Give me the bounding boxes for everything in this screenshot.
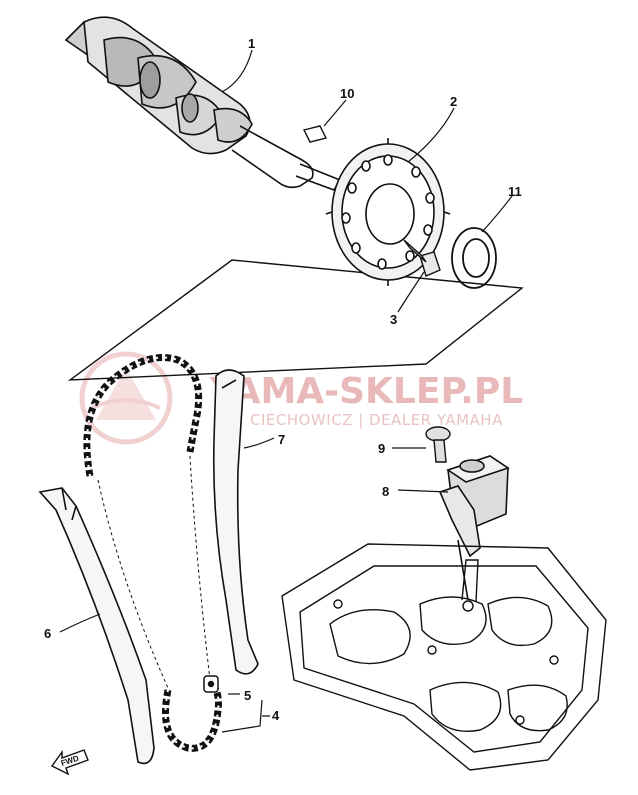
callout-7: 7 [278,432,285,447]
chain-guide-exhaust [38,487,155,765]
cylinder-head [281,543,607,771]
sprocket-bolt [403,239,441,277]
forward-direction-arrow: FWD [50,749,89,776]
callout-3: 3 [390,312,397,327]
chain-joint-link [203,675,219,693]
callout-10: 10 [340,86,354,101]
watermark-logo [79,351,173,445]
dowel-pin [302,125,328,143]
callout-9: 9 [378,441,385,456]
chain-tensioner [438,455,510,601]
chain-guide-intake [212,369,259,675]
assembly-group-outline [67,259,524,381]
leader-lines [59,49,513,733]
callout-6: 6 [44,626,51,641]
callout-1: 1 [248,36,255,51]
tensioner-bolt [425,426,451,463]
cam-sprocket [325,138,451,286]
callout-8: 8 [382,484,389,499]
cam-chain [83,354,222,752]
callout-2: 2 [450,94,457,109]
callout-5: 5 [244,688,251,703]
watermark-brand: YAMA-SKLEP.PL [209,371,523,412]
camshaft [64,16,342,191]
watermark: YAMA-SKLEP.PL CIECHOWICZ | DEALER YAMAHA [79,351,523,445]
callout-4: 4 [272,708,280,723]
watermark-subtitle: CIECHOWICZ | DEALER YAMAHA [250,411,503,429]
callout-11: 11 [508,184,522,199]
callouts: 1 2 3 4 5 6 7 8 9 10 11 [44,36,522,723]
seal-ring [451,227,497,289]
